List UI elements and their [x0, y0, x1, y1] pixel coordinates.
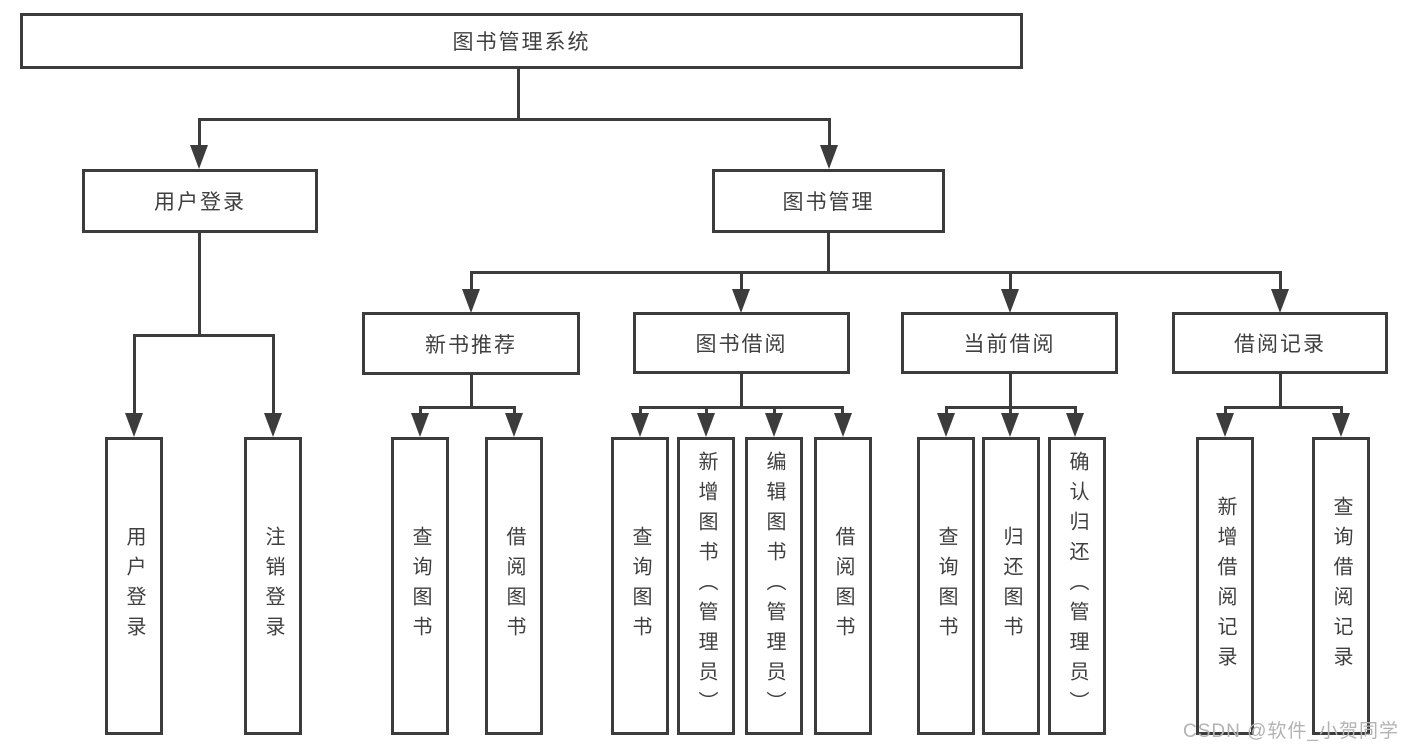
node-book-management: 图书管理 — [712, 169, 945, 233]
arrowhead-borrow-query — [631, 413, 649, 437]
connector-mgmt-stub — [827, 233, 830, 273]
node-new-book-recommend: 新书推荐 — [362, 312, 580, 375]
connector-records-stem-2 — [1340, 408, 1343, 416]
connector-mgmt-stem-3 — [1009, 273, 1012, 291]
arrowhead-book-borrow — [732, 289, 750, 313]
connector-login-stem-1 — [133, 336, 136, 414]
connector-root-right-stem — [828, 120, 831, 147]
connector-borrow-stem-2 — [705, 408, 708, 416]
node-book-borrowing: 图书借阅 — [633, 312, 850, 374]
connector-current-stem-2 — [1009, 408, 1012, 416]
connector-mgmt-stem-2 — [740, 273, 743, 291]
connector-borrow-stem-1 — [639, 408, 642, 416]
arrowhead-records-query — [1332, 413, 1350, 437]
connector-login-bar — [133, 334, 275, 337]
connector-borrow-bar — [639, 406, 844, 409]
connector-mgmt-bar — [470, 271, 1282, 274]
connector-borrow-stem-3 — [773, 408, 776, 416]
leaf-records-query-record: 查询借阅记录 — [1312, 437, 1370, 735]
leaf-current-confirm-return-admin: 确认归还（管理员） — [1048, 437, 1106, 735]
arrowhead-borrow-add — [697, 413, 715, 437]
arrowhead-new-book — [462, 289, 480, 313]
node-current-borrowing: 当前借阅 — [901, 312, 1118, 374]
connector-login-stub — [198, 233, 201, 336]
connector-current-stem-3 — [1074, 408, 1077, 416]
csdn-watermark: CSDN @软件_小贺同学 — [1183, 721, 1399, 742]
arrowhead-newbook-query — [411, 413, 429, 437]
arrowhead-current-borrow — [1001, 289, 1019, 313]
connector-current-bar — [945, 406, 1077, 409]
connector-borrow-stem-4 — [841, 408, 844, 416]
arrowhead-leaf-logout — [264, 413, 282, 437]
connector-newbook-stem-2 — [513, 408, 516, 416]
connector-root-stub — [517, 69, 520, 120]
leaf-borrow-query-books: 查询图书 — [611, 437, 669, 735]
node-borrowing-records: 借阅记录 — [1172, 312, 1388, 374]
leaf-borrow-borrow-books: 借阅图书 — [814, 437, 872, 735]
arrowhead-newbook-borrow — [505, 413, 523, 437]
connector-borrow-stub — [740, 374, 743, 408]
connector-mgmt-stem-1 — [470, 273, 473, 291]
leaf-newbook-query-books: 查询图书 — [391, 437, 449, 735]
arrowhead-leaf-user-login — [125, 413, 143, 437]
connector-root-bar — [198, 118, 831, 121]
connector-newbook-stem-1 — [419, 408, 422, 416]
arrowhead-records-add — [1216, 413, 1234, 437]
leaf-current-return-books: 归还图书 — [982, 437, 1040, 735]
connector-mgmt-stem-4 — [1279, 273, 1282, 291]
leaf-records-add-record: 新增借阅记录 — [1196, 437, 1254, 735]
arrowhead-book-management — [820, 145, 838, 169]
leaf-borrow-edit-books-admin: 编辑图书（管理员） — [745, 437, 803, 735]
node-user-login: 用户登录 — [82, 169, 318, 233]
connector-records-stem-1 — [1224, 408, 1227, 416]
connector-login-stem-2 — [272, 336, 275, 414]
leaf-borrow-add-books-admin: 新增图书（管理员） — [677, 437, 735, 735]
arrowhead-current-confirm — [1066, 413, 1084, 437]
arrowhead-borrow-borrow — [834, 413, 852, 437]
connector-newbook-bar — [419, 406, 516, 409]
node-library-management-system: 图书管理系统 — [20, 13, 1023, 69]
leaf-user-login: 用户登录 — [105, 437, 163, 735]
leaf-current-query-books: 查询图书 — [917, 437, 975, 735]
connector-newbook-stub — [470, 374, 473, 408]
arrowhead-current-return — [1001, 413, 1019, 437]
arrowhead-current-query — [937, 413, 955, 437]
arrowhead-user-login — [190, 145, 208, 169]
connector-records-stub — [1279, 374, 1282, 408]
arrowhead-borrow-edit — [765, 413, 783, 437]
connector-current-stub — [1009, 374, 1012, 408]
leaf-logout: 注销登录 — [244, 437, 302, 735]
connector-records-bar — [1224, 406, 1343, 409]
leaf-newbook-borrow-books: 借阅图书 — [485, 437, 543, 735]
arrowhead-borrow-records — [1271, 289, 1289, 313]
connector-root-left-stem — [198, 120, 201, 147]
connector-current-stem-1 — [945, 408, 948, 416]
